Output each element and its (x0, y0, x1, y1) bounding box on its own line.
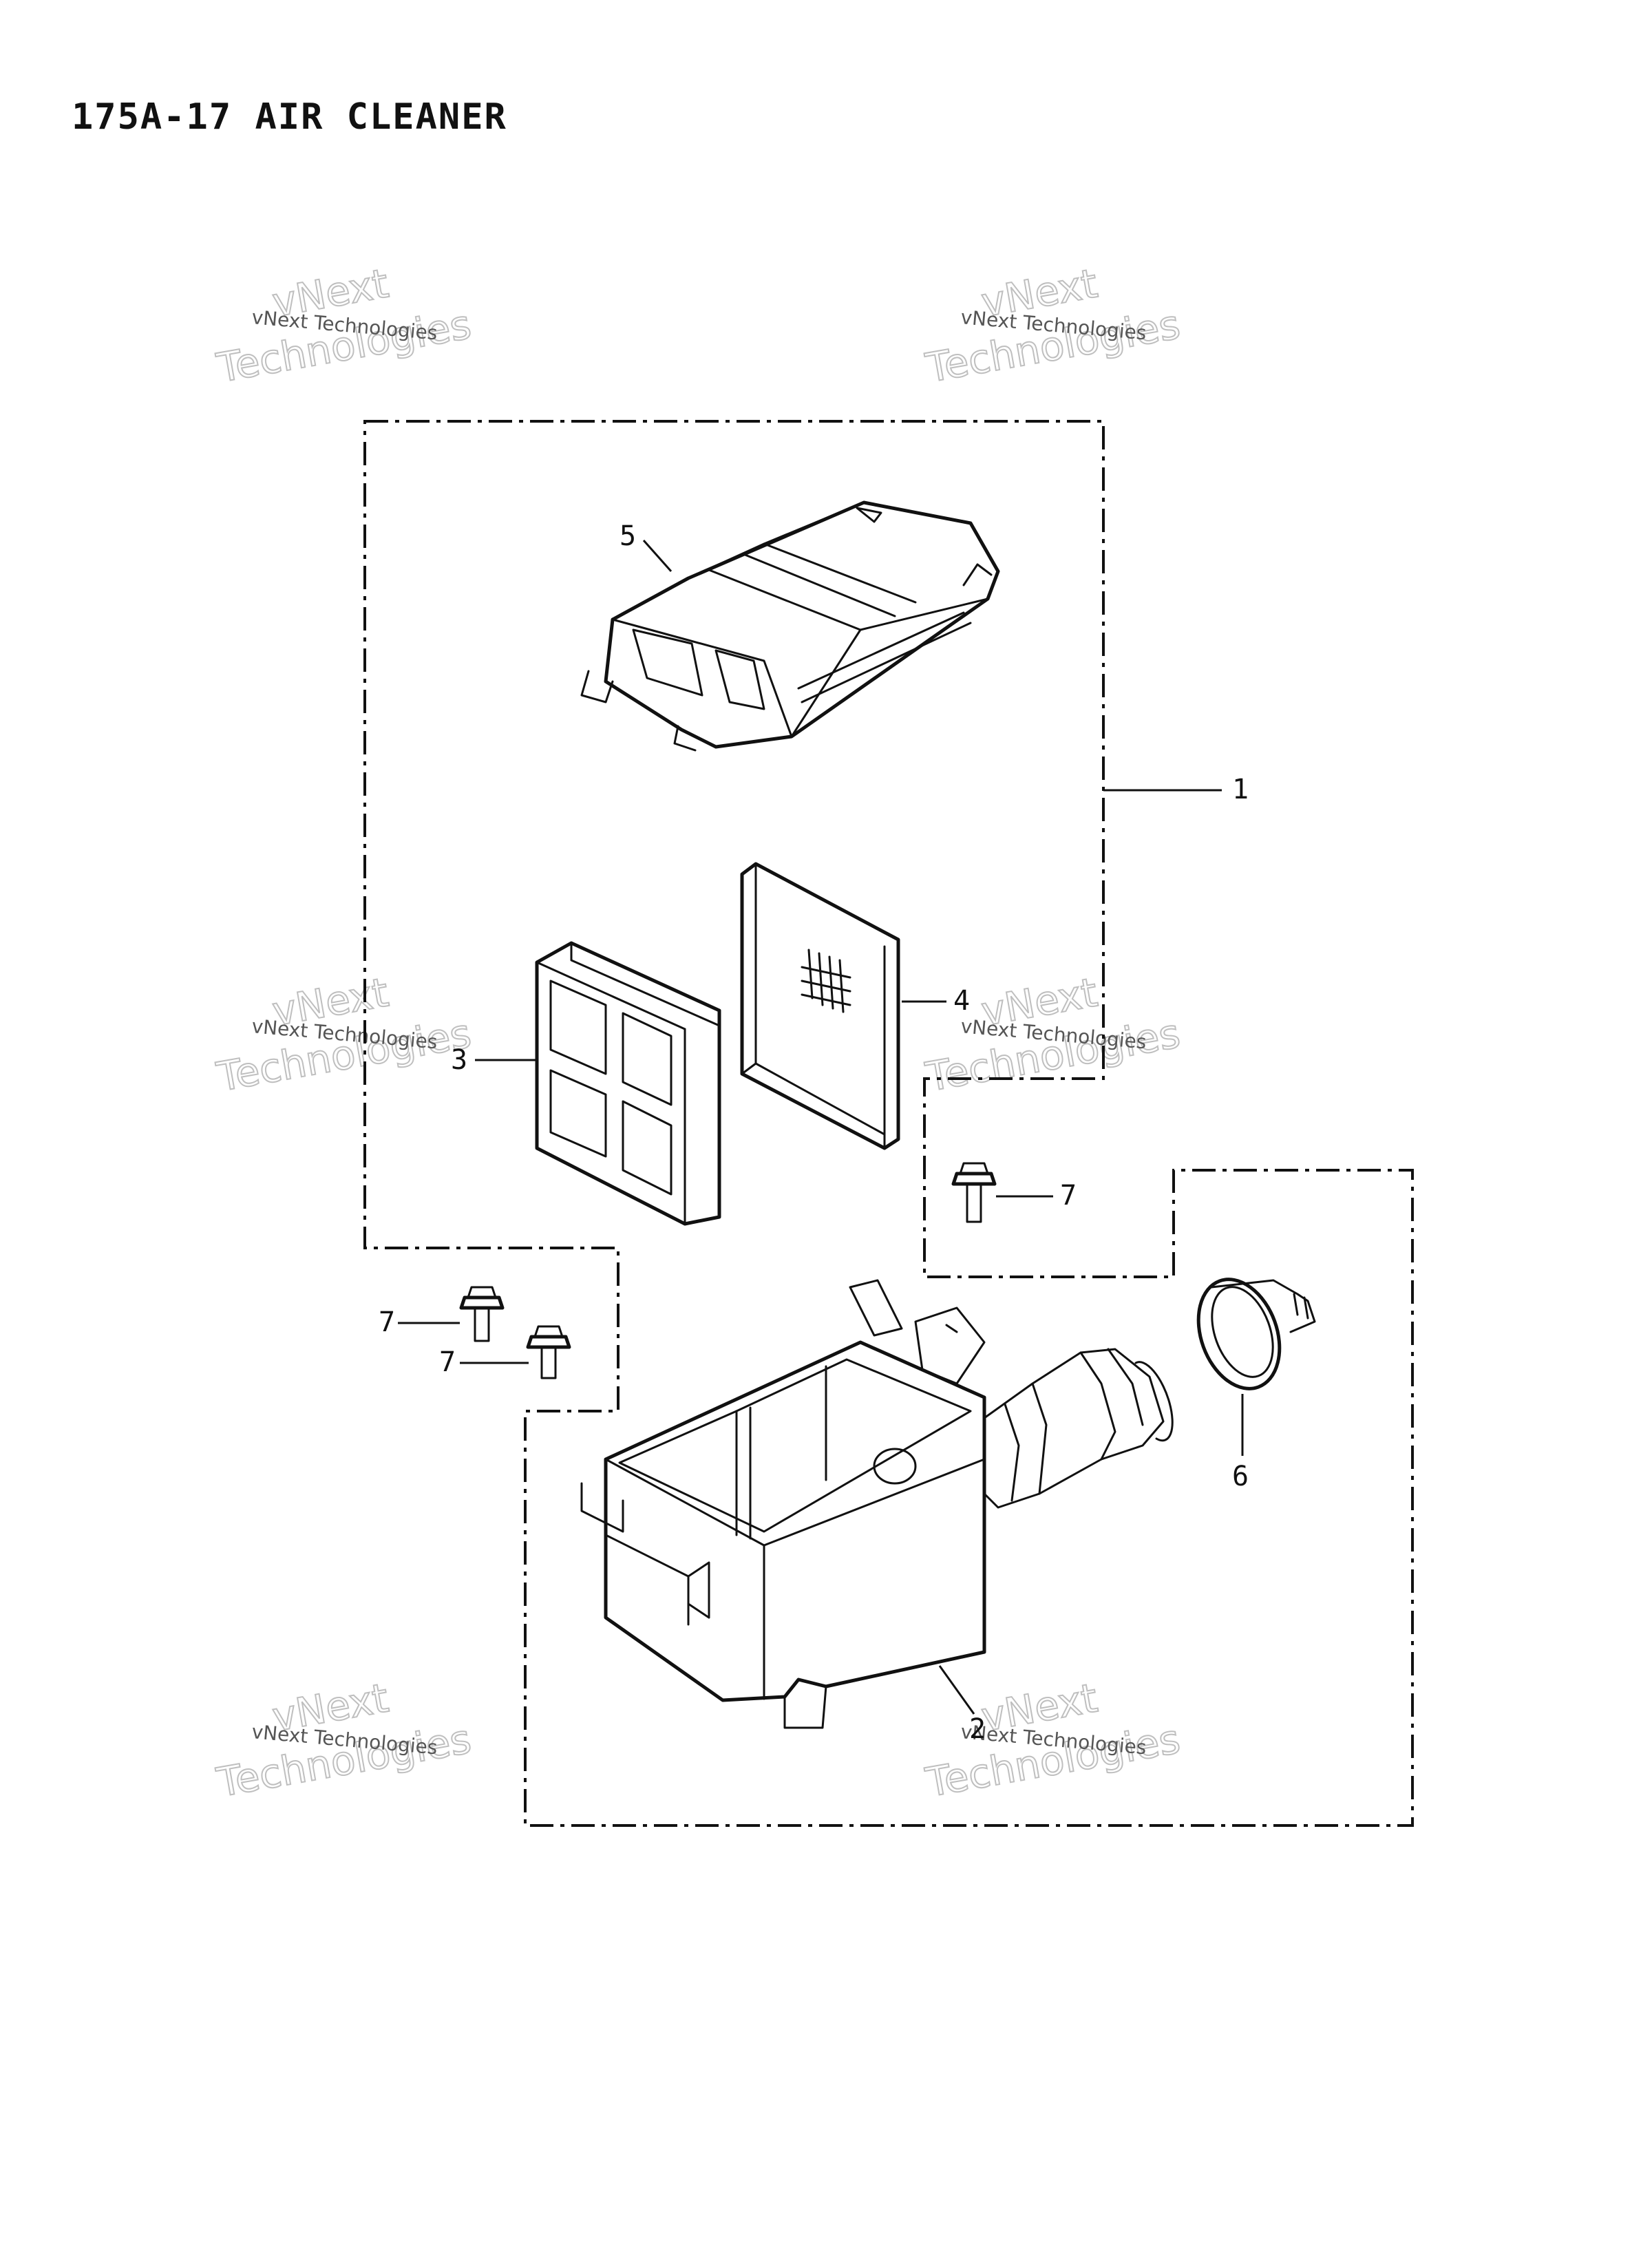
filter-element-part (740, 862, 900, 1150)
assembly-boundary (363, 420, 1414, 1827)
watermark: Technologies vNext vNext Technologies (922, 259, 1185, 392)
watermark: Technologies vNext vNext Technologies (213, 968, 476, 1101)
case-part (580, 1279, 1174, 1729)
cover-part (580, 500, 1000, 752)
callout-4: 4 (953, 985, 970, 1017)
page-title: 175A-17 AIR CLEANER (72, 96, 507, 138)
clamp-part (1196, 1278, 1316, 1390)
watermark: Technologies vNext vNext Technologies (213, 1673, 476, 1807)
callout-2: 2 (969, 1713, 986, 1745)
callout-7-upper: 7 (1060, 1180, 1077, 1211)
bolt-left-b (526, 1325, 571, 1379)
element-frame-part (535, 941, 721, 1226)
leader-line-5 (642, 540, 673, 572)
callout-5: 5 (620, 520, 636, 552)
bolt-upper (951, 1162, 997, 1223)
callout-7-left-a: 7 (379, 1306, 395, 1338)
leader-line-2 (938, 1665, 975, 1715)
callout-1: 1 (1232, 774, 1249, 805)
callout-6: 6 (1232, 1461, 1249, 1492)
bolt-left-a (459, 1286, 505, 1342)
callout-3: 3 (451, 1044, 467, 1076)
watermark: Technologies vNext vNext Technologies (922, 1673, 1185, 1807)
callout-7-left-b: 7 (439, 1346, 456, 1378)
watermark: Technologies vNext vNext Technologies (213, 259, 476, 392)
